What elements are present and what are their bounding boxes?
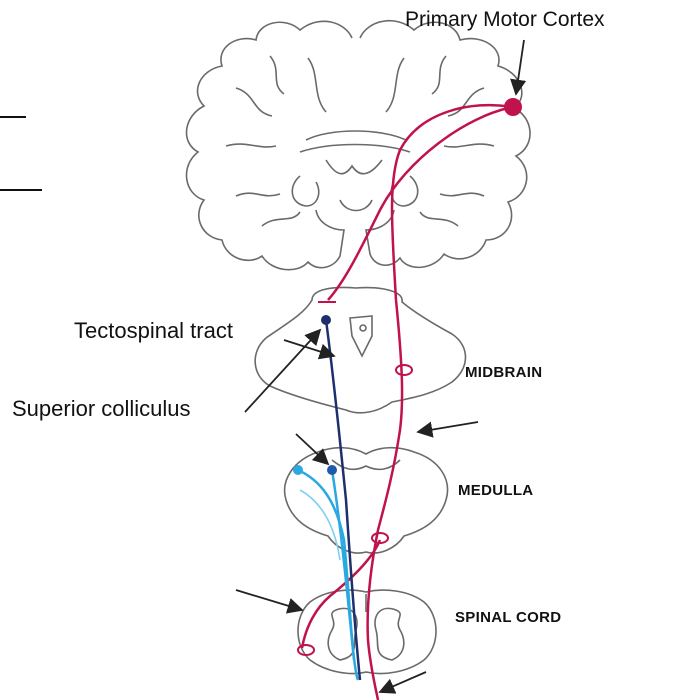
midbrain-label: MIDBRAIN bbox=[465, 364, 542, 381]
midbrain-section bbox=[255, 288, 465, 413]
vestibulospinal-branch-2 bbox=[300, 490, 340, 560]
vestibular-nucleus-cell-2 bbox=[293, 465, 303, 475]
superior-colliculus-label: Superior colliculus bbox=[12, 396, 191, 422]
arrow-spinal-cord-left bbox=[236, 590, 302, 610]
brain-coronal-section bbox=[187, 21, 531, 270]
corticospinal-midbrain-branch bbox=[328, 107, 513, 300]
medulla-label: MEDULLA bbox=[458, 482, 533, 499]
arrow-spinal-cord-bottom bbox=[380, 672, 426, 692]
primary-motor-cortex-cell bbox=[504, 98, 522, 116]
arrow-corticospinal-midbrain bbox=[418, 422, 478, 432]
synapse-markers bbox=[298, 302, 412, 655]
vestibular-nucleus-cell-1 bbox=[327, 465, 337, 475]
primary-motor-cortex-label: Primary Motor Cortex bbox=[405, 8, 605, 32]
spinal-cord-label: SPINAL CORD bbox=[455, 609, 561, 626]
arrow-medulla-nucleus bbox=[296, 434, 328, 464]
superior-colliculus-cell bbox=[321, 315, 331, 325]
medulla-section bbox=[285, 448, 448, 553]
tectospinal-tract-label: Tectospinal tract bbox=[74, 318, 233, 344]
